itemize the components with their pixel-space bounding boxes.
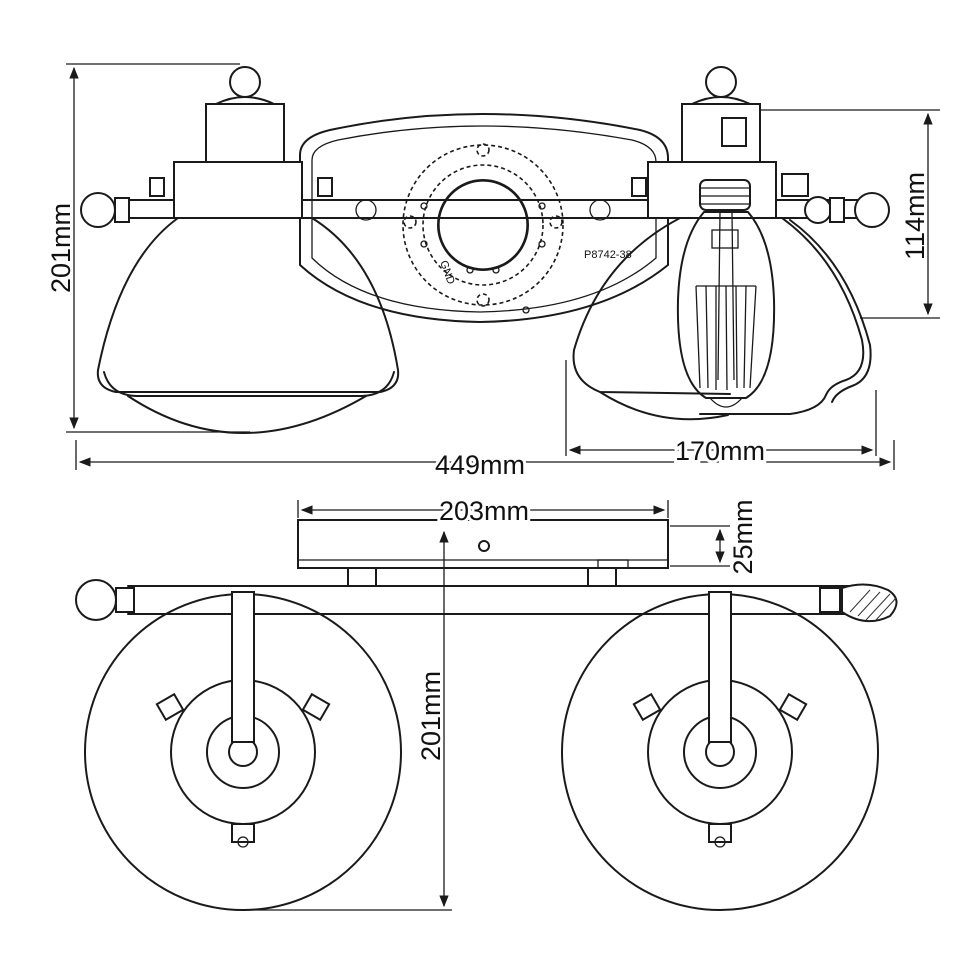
overall-width-label: 449mm — [435, 450, 525, 480]
top-right-shade — [561, 591, 879, 911]
backplate-width-label: 203mm — [439, 496, 529, 526]
front-view: GND P8742-38 — [80, 66, 890, 434]
gnd-label: GND — [437, 259, 457, 286]
dimensions: 201mm 114mm 449mm 170mm 203mm 25mm 201mm — [46, 63, 940, 911]
front-right-fitting — [572, 66, 890, 421]
backplate-height-label: 114mm — [900, 172, 930, 260]
front-height-label: 201mm — [46, 203, 76, 293]
top-left-shade — [84, 591, 402, 911]
top-view — [75, 519, 898, 911]
front-left-fitting — [80, 66, 400, 434]
backplate-depth-label: 25mm — [728, 499, 758, 574]
shade-width-label: 170mm — [675, 436, 765, 466]
top-height-label: 201mm — [416, 671, 446, 761]
part-number-label: P8742-38 — [584, 249, 632, 261]
top-arm — [75, 567, 898, 623]
top-backplate — [297, 519, 669, 569]
